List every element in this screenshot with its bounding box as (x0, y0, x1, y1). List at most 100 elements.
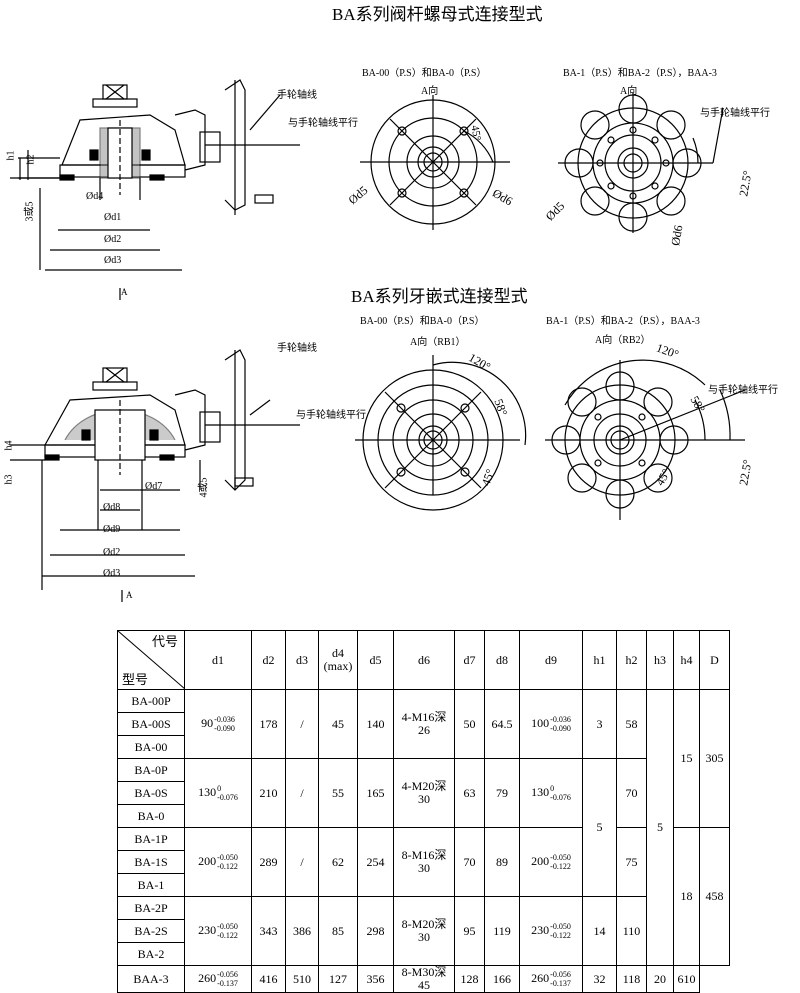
d5-cell: 298 (357, 896, 394, 966)
d8-cell: 64.5 (484, 689, 520, 759)
parallel-axis-label-2: 与手轮轴线平行 (700, 108, 770, 119)
section2-title: BA系列牙嵌式连接型式 (351, 287, 528, 306)
d8-cell: 79 (484, 758, 520, 828)
d8-cell: 89 (484, 827, 520, 897)
flange-view-ba1-ba2-baa3 (558, 93, 724, 233)
dim-d3: Ød3 (104, 255, 122, 266)
view1-caption-2: BA-00（P.S）和BA-0（P.S） (360, 316, 485, 327)
flange-view-ba00-ba0 (360, 95, 510, 230)
handwheel-axis-label-3: 手轮轴线 (277, 343, 317, 354)
d1-upper: -0.050 (217, 853, 238, 862)
model-cell: BA-1 (117, 873, 185, 897)
header-d7: d7 (454, 630, 485, 690)
d5-cell: 254 (357, 827, 394, 897)
d6-line2: 26 (418, 723, 430, 737)
d7-cell: 70 (454, 827, 485, 897)
h1-cell: 3 (582, 689, 617, 759)
h2-cell: 70 (616, 758, 647, 828)
d1-lower: -0.137 (217, 979, 238, 988)
d3-cell: / (285, 827, 319, 897)
model-cell: BA-2P (117, 896, 185, 920)
table-row: BA-00S (117, 712, 730, 736)
dim-3or5: 3或5 (24, 201, 36, 222)
h1-cell: 5 (582, 758, 617, 897)
d9-tolerance: -0.056-0.137 (550, 970, 571, 988)
d4-cell: 45 (318, 689, 358, 759)
d9-lower: -0.090 (550, 724, 571, 733)
d1-base: 230 (198, 922, 217, 937)
d9-base: 100 (531, 715, 550, 730)
h4-cell: 18 (673, 827, 700, 966)
h4-cell: 20 (646, 965, 674, 993)
d6-line1: 8-M16深 (401, 848, 447, 862)
d7-cell: 63 (454, 758, 485, 828)
d5-cell: 356 (357, 965, 394, 993)
d9-cell: 230-0.050-0.122 (519, 896, 583, 966)
d1-cell: 260-0.056-0.137 (184, 965, 252, 993)
d4-cell: 62 (318, 827, 358, 897)
h1-cell: 32 (582, 965, 617, 993)
d2-cell: 178 (251, 689, 286, 759)
d9-lower: -0.076 (550, 793, 571, 802)
d9-upper: 0 (550, 784, 555, 793)
d3-cell: / (285, 689, 319, 759)
model-cell: BA-0S (117, 781, 185, 805)
d6-line2: 30 (418, 792, 430, 806)
D-cell: 305 (699, 689, 730, 828)
h2-cell: 118 (616, 965, 647, 993)
d1-tolerance: -0.050-0.122 (217, 853, 238, 871)
dim-h2: h2 (25, 154, 37, 165)
header-D: D (699, 630, 730, 690)
header-d4-main: d4 (332, 646, 344, 660)
d3-cell: 510 (285, 965, 319, 993)
dim-d6-2: Ød6 (668, 224, 686, 247)
d1-upper: -0.050 (217, 922, 238, 931)
d1-upper: -0.056 (217, 970, 238, 979)
side-view-drawing-2 (10, 349, 300, 602)
d9-base: 200 (531, 853, 550, 868)
d4-cell: 85 (318, 896, 358, 966)
model-cell: BA-00S (117, 712, 185, 736)
model-cell: BA-00P (117, 689, 185, 713)
h2-cell: 110 (616, 896, 647, 966)
header-d8: d8 (484, 630, 520, 690)
d5-cell: 140 (357, 689, 394, 759)
parallel-axis-label-3: 与手轮轴线平行 (296, 410, 366, 421)
d6-line1: 4-M20深 (401, 779, 447, 793)
d6-line2: 30 (418, 861, 430, 875)
d1-upper: 0 (217, 784, 222, 793)
view2-caption-1: BA-1（P.S）和BA-2（P.S），BAA-3 (563, 68, 717, 79)
d1-base: 260 (198, 970, 217, 985)
dim-d9: Ød9 (103, 524, 121, 535)
header-h3: h3 (646, 630, 674, 690)
d1-lower: -0.122 (217, 862, 238, 871)
d7-cell: 50 (454, 689, 485, 759)
dim-d7: Ød7 (145, 481, 163, 492)
d1-cell: 90-0.036-0.090 (184, 689, 252, 759)
parallel-axis-label-1: 与手轮轴线平行 (288, 118, 358, 129)
section1-title: BA系列阀杆螺母式连接型式 (332, 5, 543, 24)
d9-upper: -0.050 (550, 922, 571, 931)
d5-cell: 165 (357, 758, 394, 828)
d4-cell: 55 (318, 758, 358, 828)
dim-d3-2: Ød3 (103, 568, 121, 579)
corner-cell: 代号 型号 (117, 630, 185, 690)
view2-caption-2: BA-1（P.S）和BA-2（P.S），BAA-3 (546, 316, 700, 327)
h4-cell: 15 (673, 689, 700, 828)
dim-h1: h1 (5, 150, 17, 161)
model-cell: BA-2S (117, 919, 185, 943)
header-d4-sub: (max) (323, 659, 353, 673)
d9-cell: 100-0.036-0.090 (519, 689, 583, 759)
arrow-a-label-1: A (121, 287, 128, 297)
table-header-row: 代号 型号 d1 d2 d3 d4(max) d5 d6 d7 d8 d9 h1… (117, 630, 730, 690)
d1-tolerance: 0-0.076 (217, 784, 238, 802)
dim-h4: h4 (3, 440, 15, 451)
d7-cell: 128 (454, 965, 485, 993)
d1-cell: 200-0.050-0.122 (184, 827, 252, 897)
h1-cell: 14 (582, 896, 617, 966)
